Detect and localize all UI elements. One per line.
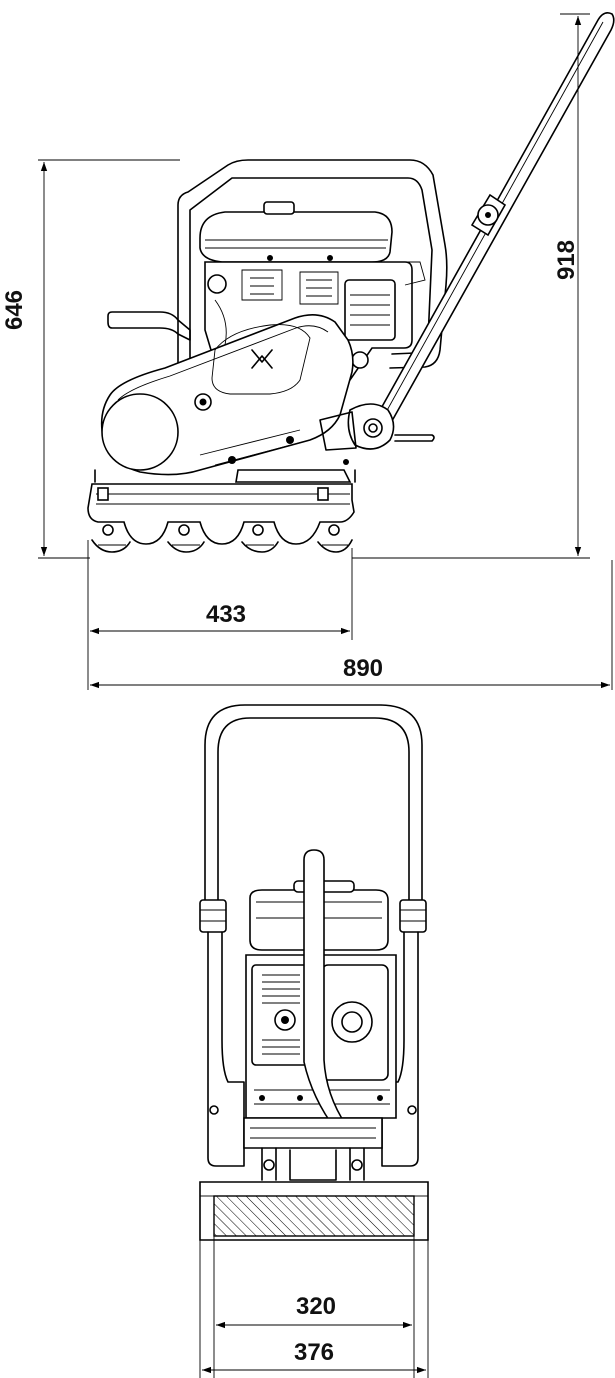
dim-918: 918 — [352, 13, 590, 559]
side-pulley — [101, 393, 179, 471]
label-376: 376 — [294, 1339, 334, 1366]
front-handle-pivot-left — [199, 899, 227, 933]
side-frame-guard — [177, 159, 448, 461]
label-433: 433 — [206, 601, 246, 628]
side-exciter-housing — [235, 469, 352, 483]
label-918: 918 — [553, 240, 580, 280]
label-890: 890 — [343, 655, 383, 682]
front-handle-tube — [303, 849, 348, 1132]
front-lower-housing — [243, 1117, 383, 1149]
dim-433: 433 — [87, 540, 353, 690]
side-shock-mounts — [91, 524, 353, 553]
dim-320: 320 — [213, 1236, 415, 1378]
label-320: 320 — [296, 1293, 336, 1320]
front-handle-pivot-right — [399, 899, 427, 933]
front-plate-hatch — [213, 1195, 415, 1237]
side-view: 646 918 433 890 — [1, 12, 615, 690]
front-handle-loop — [204, 704, 423, 926]
side-fuel-tank — [199, 211, 393, 263]
dim-376: 376 — [199, 1240, 429, 1378]
side-fuel-cap — [263, 201, 295, 215]
dim-646: 646 — [1, 159, 180, 559]
side-logo-mark — [251, 349, 273, 369]
label-646: 646 — [1, 290, 28, 330]
front-view: 320 376 — [199, 704, 429, 1378]
side-handle — [319, 12, 615, 451]
dim-890: 890 — [90, 560, 613, 690]
side-base-plate — [87, 483, 355, 545]
side-lift-bar — [107, 311, 191, 341]
